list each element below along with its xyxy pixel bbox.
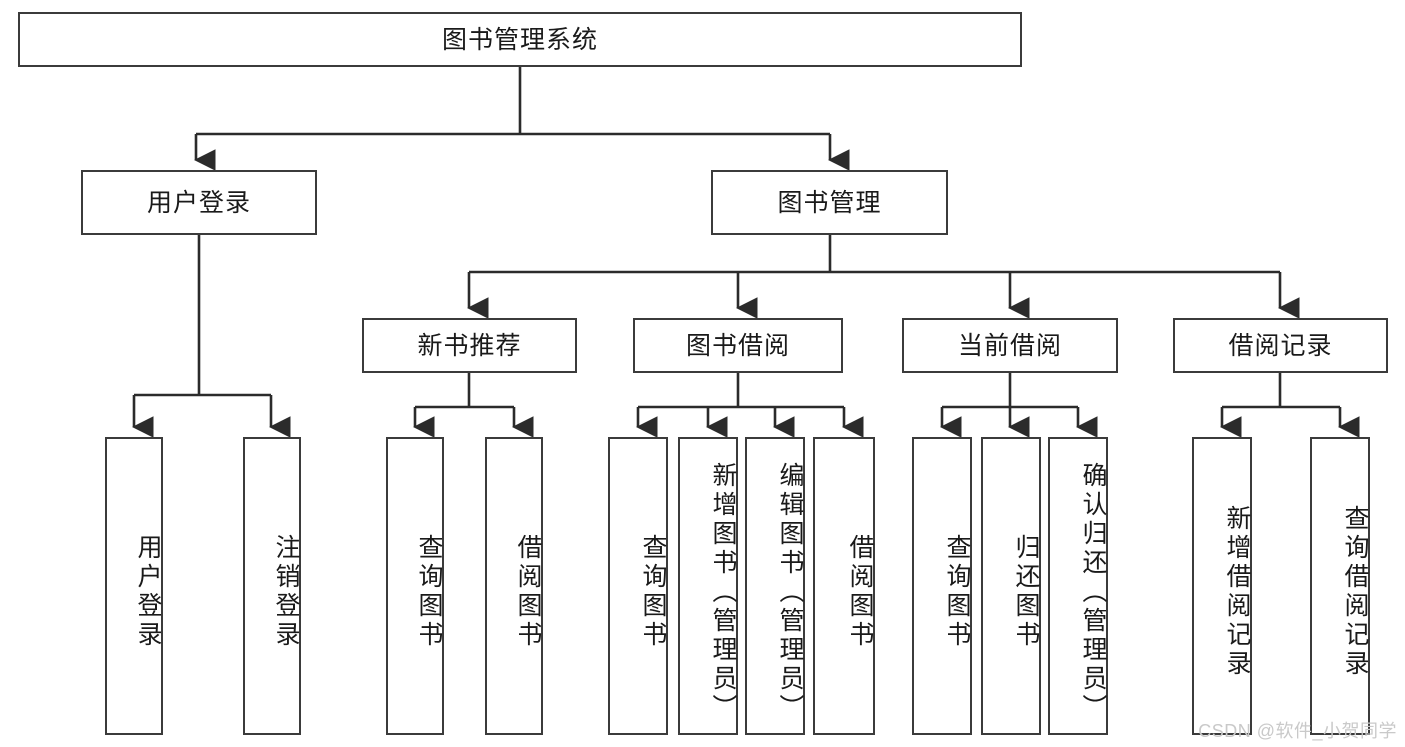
node-label: 注销登录 [272,534,300,650]
leaf-query-book-borrow[interactable]: 查询图书 [608,437,668,735]
node-label: 用户登录 [134,534,162,650]
node-current-borrow[interactable]: 当前借阅 [902,318,1118,373]
node-label: 用户登录 [146,188,251,217]
node-user-login[interactable]: 用户登录 [81,170,317,235]
node-label: 图书管理 [777,188,882,217]
node-label: 借阅记录 [1228,331,1333,360]
leaf-add-borrow-record[interactable]: 新增借阅记录 [1192,437,1252,735]
node-label: 编辑图书（管理员） [776,461,804,723]
node-new-book-recommend[interactable]: 新书推荐 [362,318,577,373]
node-book-borrow[interactable]: 图书借阅 [633,318,843,373]
node-label: 当前借阅 [957,331,1062,360]
leaf-confirm-return-admin[interactable]: 确认归还（管理员） [1048,437,1108,735]
node-label: 图书借阅 [685,331,790,360]
leaf-add-book-admin[interactable]: 新增图书（管理员） [678,437,738,735]
leaf-query-book-current[interactable]: 查询图书 [912,437,972,735]
node-label: 确认归还（管理员） [1079,461,1107,723]
node-label: 新书推荐 [417,331,522,360]
node-label: 图书管理系统 [441,25,598,54]
node-label: 借阅图书 [514,534,542,650]
leaf-query-book-recommend[interactable]: 查询图书 [386,437,444,735]
node-book-manage[interactable]: 图书管理 [711,170,948,235]
node-label: 借阅图书 [846,534,874,650]
leaf-return-book[interactable]: 归还图书 [981,437,1041,735]
node-label: 归还图书 [1012,534,1040,650]
leaf-borrow-book-recommend[interactable]: 借阅图书 [485,437,543,735]
node-label: 新增图书（管理员） [709,461,737,723]
node-label: 查询图书 [639,534,667,650]
node-label: 新增借阅记录 [1223,505,1251,679]
leaf-edit-book-admin[interactable]: 编辑图书（管理员） [745,437,805,735]
leaf-user-logout[interactable]: 注销登录 [243,437,301,735]
node-root-system[interactable]: 图书管理系统 [18,12,1022,67]
leaf-borrow-book-borrow[interactable]: 借阅图书 [813,437,875,735]
csdn-watermark: CSDN @软件_小贺同学 [1198,721,1397,741]
node-label: 查询图书 [415,534,443,650]
node-label: 查询图书 [943,534,971,650]
node-borrow-record[interactable]: 借阅记录 [1173,318,1388,373]
leaf-query-borrow-record[interactable]: 查询借阅记录 [1310,437,1370,735]
leaf-user-login[interactable]: 用户登录 [105,437,163,735]
node-label: 查询借阅记录 [1341,505,1369,679]
